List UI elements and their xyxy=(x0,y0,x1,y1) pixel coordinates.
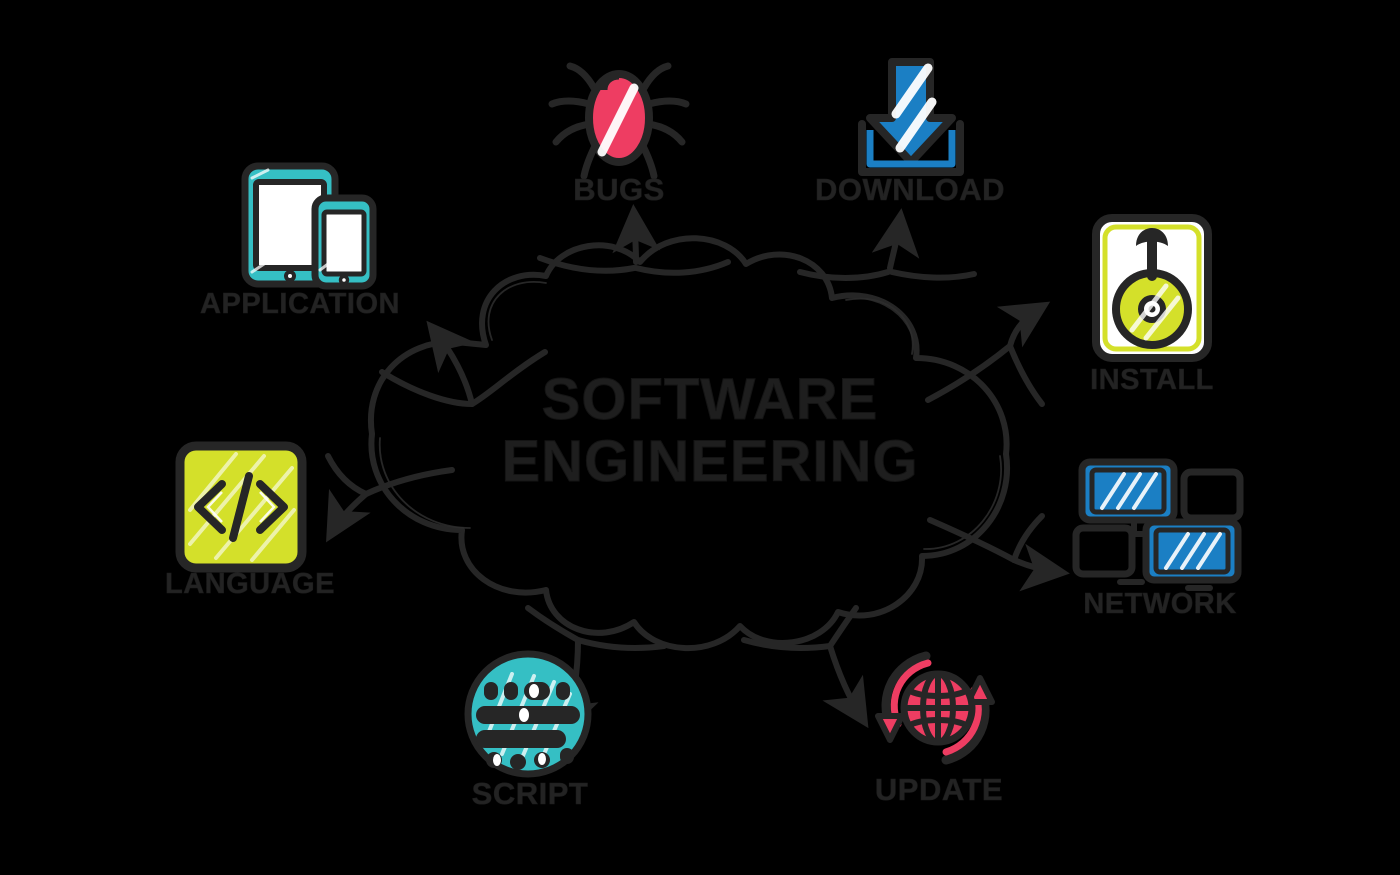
code-brackets-icon xyxy=(175,441,307,573)
node-label-download: DOWNLOAD xyxy=(815,172,1005,208)
node-label-language: LANGUAGE xyxy=(165,568,335,601)
node-label-install: INSTALL xyxy=(1090,364,1214,397)
node-label-script: SCRIPT xyxy=(471,776,589,812)
node-update[interactable]: UPDATE xyxy=(854,640,1024,810)
cloud-outline xyxy=(367,235,1011,651)
node-label-update: UPDATE xyxy=(874,772,1004,808)
center-title-line1: SOFTWARE xyxy=(541,367,879,432)
network-monitors-icon xyxy=(1072,458,1244,591)
connector-application xyxy=(379,320,548,407)
connector-network xyxy=(927,513,1070,592)
connector-language xyxy=(325,453,455,543)
node-install[interactable]: INSTALL xyxy=(1062,214,1242,404)
node-bugs[interactable]: BUGS xyxy=(534,52,704,212)
connector-download xyxy=(797,208,977,281)
node-download[interactable]: DOWNLOAD xyxy=(800,52,1020,212)
node-label-network: NETWORK xyxy=(1083,588,1237,621)
bug-icon xyxy=(548,62,690,180)
globe-refresh-icon xyxy=(875,651,995,765)
center-title-line2: ENGINEERING xyxy=(501,429,919,494)
node-label-application: APPLICATION xyxy=(200,288,400,321)
cloud-sketch-texture xyxy=(378,280,1002,550)
download-arrow-icon xyxy=(858,58,964,176)
disc-install-icon xyxy=(1092,214,1212,362)
node-network[interactable]: NETWORK xyxy=(1060,448,1260,628)
tablet-phone-icon xyxy=(241,162,377,290)
node-application[interactable]: APPLICATION xyxy=(190,160,410,330)
connector-bugs xyxy=(537,204,731,276)
node-language[interactable]: LANGUAGE xyxy=(160,440,340,615)
center-title-group: SOFTWARE ENGINEERING xyxy=(440,367,980,502)
connector-install xyxy=(925,301,1051,407)
node-label-bugs: BUGS xyxy=(573,172,665,208)
code-circle-icon xyxy=(464,650,592,778)
connector-update xyxy=(741,605,869,729)
node-script[interactable]: SCRIPT xyxy=(450,648,610,813)
